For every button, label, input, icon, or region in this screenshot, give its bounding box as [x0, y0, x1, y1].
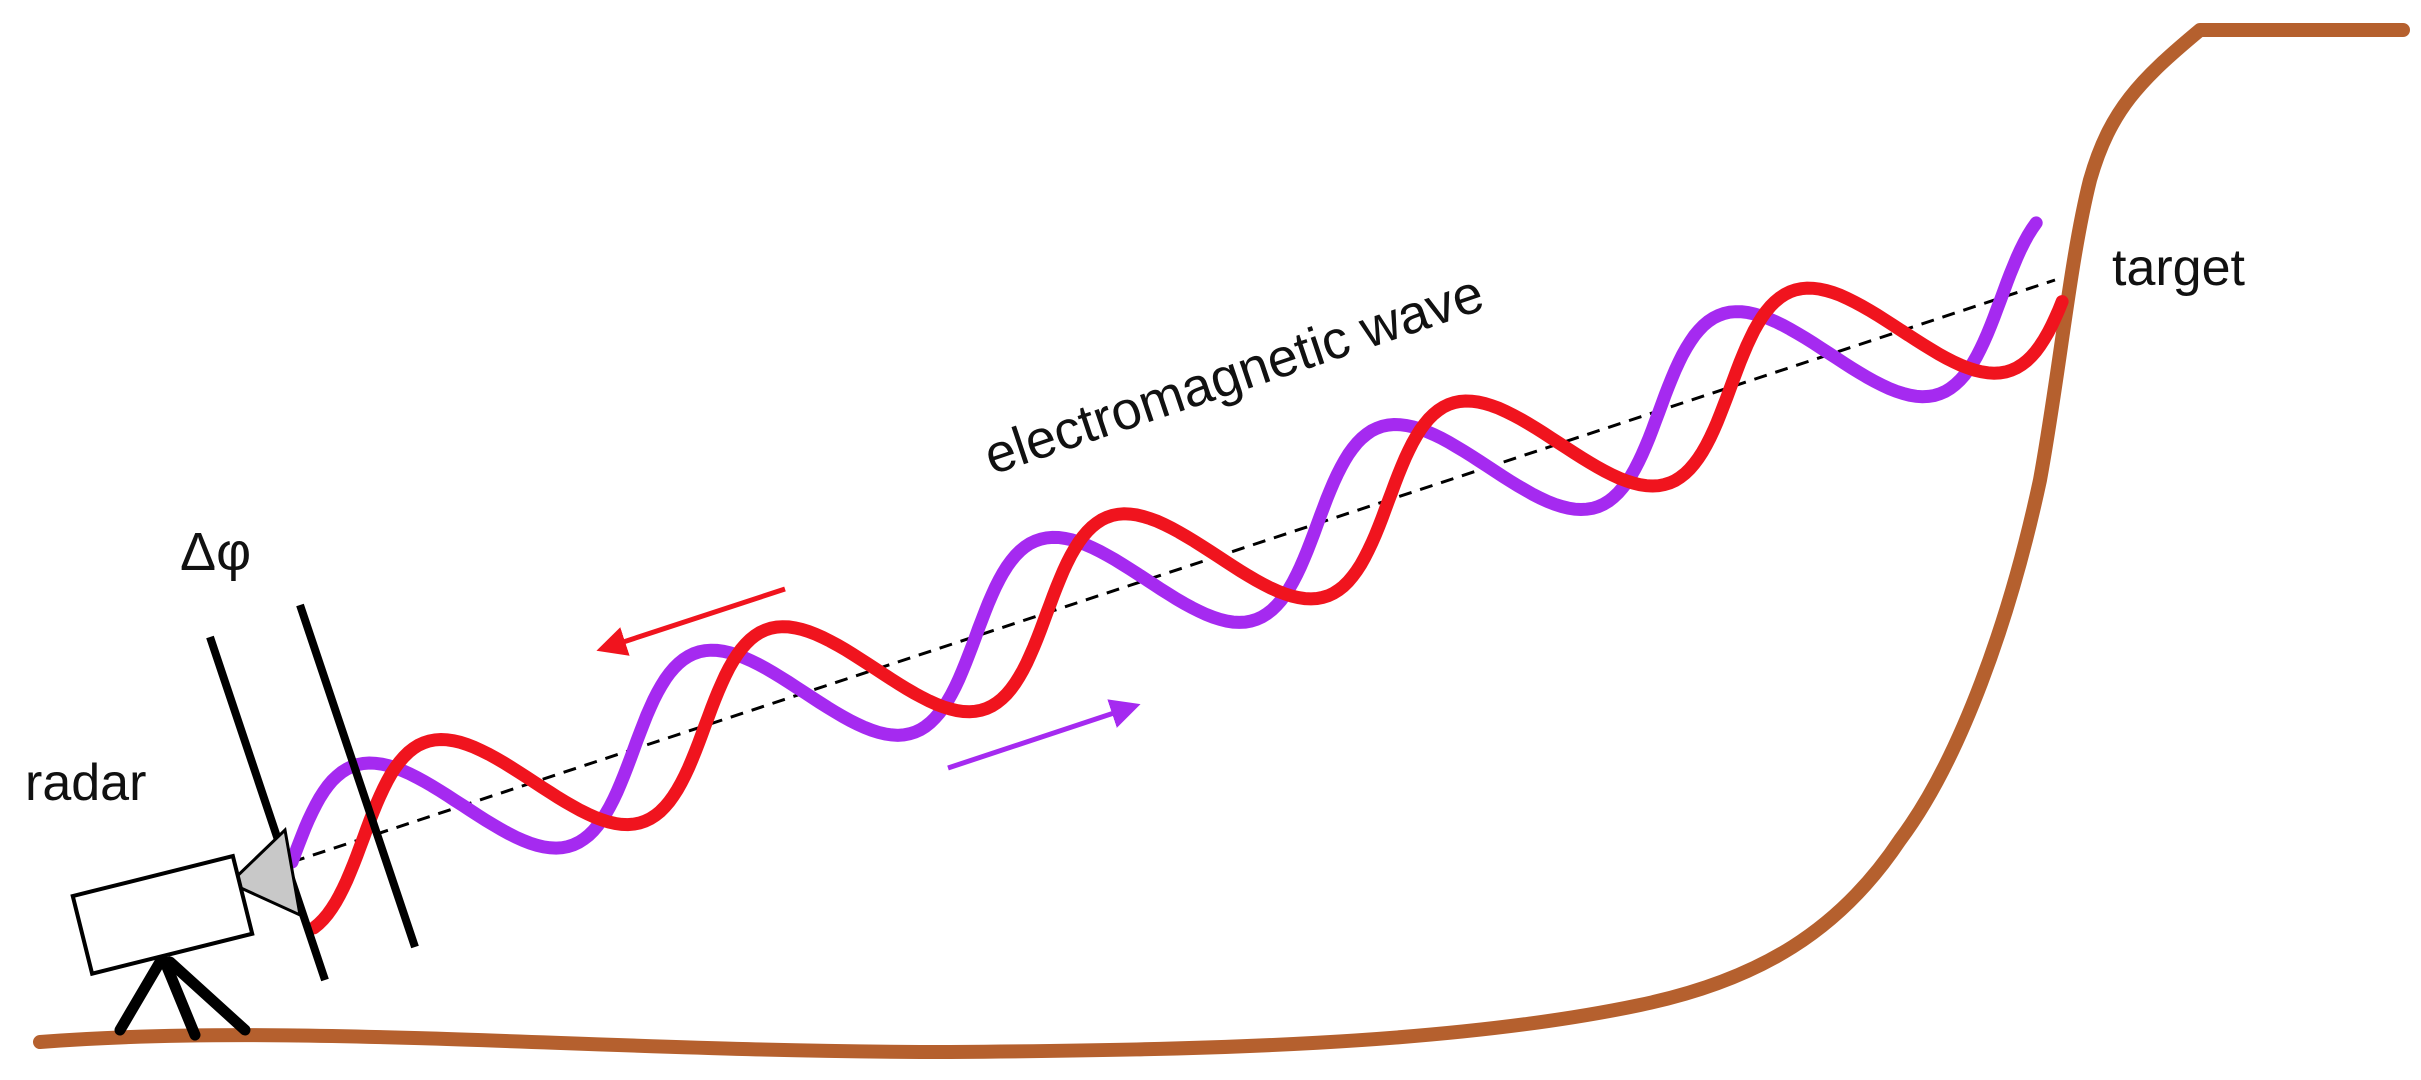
- tripod-leg-right: [164, 956, 251, 1036]
- tripod-leg-center: [159, 956, 201, 1041]
- phase-line-right: [296, 603, 419, 949]
- terrain-profile: [33, 23, 2410, 1059]
- reflected-direction-arrow: [596, 586, 786, 656]
- reflected-wave: [307, 281, 2069, 935]
- tripod-leg-left: [114, 956, 166, 1036]
- radar-horn: [227, 826, 302, 918]
- phase-difference-label: Δφ: [180, 522, 251, 582]
- radar-device-icon: [70, 826, 302, 1041]
- target-label: target: [2112, 239, 2246, 297]
- emitted-direction-arrow: [947, 699, 1141, 771]
- line-of-sight: [291, 278, 2056, 864]
- phase-line-left: [206, 635, 329, 982]
- radar-label: radar: [25, 754, 146, 812]
- emitted-wave: [285, 216, 2043, 869]
- radar-body: [70, 853, 255, 977]
